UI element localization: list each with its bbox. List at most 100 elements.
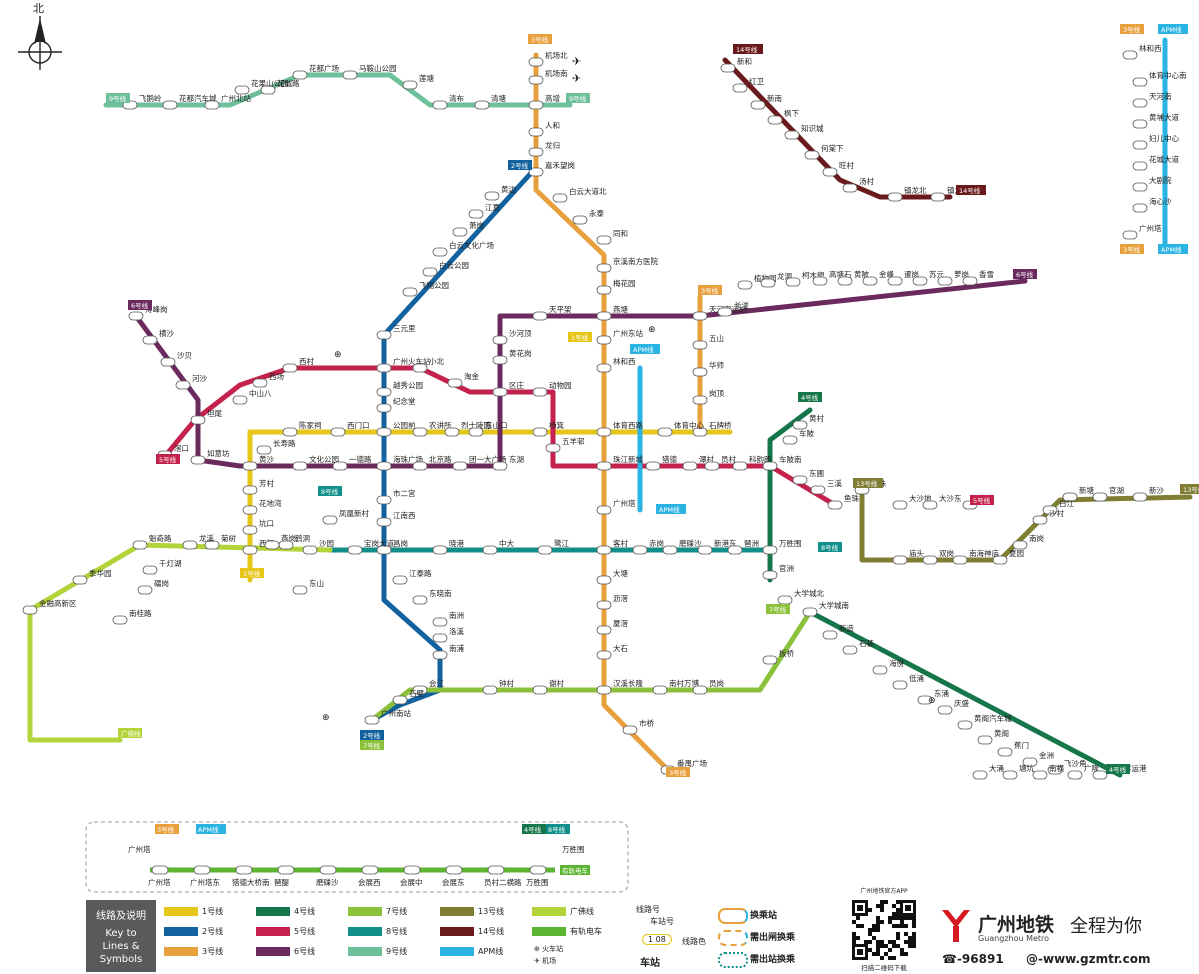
station-marker[interactable] [252, 378, 268, 388]
station-marker[interactable] [235, 865, 253, 875]
station-marker[interactable] [528, 147, 544, 157]
station[interactable]: 赤岗 [632, 539, 664, 555]
station[interactable]: 沙村 [1032, 508, 1065, 525]
station[interactable]: 烈士陵园 [444, 420, 491, 437]
station[interactable]: 沥滘 [596, 594, 628, 610]
station[interactable]: 香雪 [962, 269, 994, 286]
station-marker[interactable] [482, 685, 498, 695]
station-marker[interactable] [264, 540, 280, 550]
station[interactable]: 江南西 [376, 510, 416, 527]
station[interactable]: 会江 [412, 678, 444, 695]
station[interactable]: 清塘 [474, 93, 506, 110]
station[interactable]: 员村 [704, 454, 736, 471]
station-marker[interactable] [1132, 203, 1148, 213]
station-marker[interactable] [22, 605, 38, 615]
station-marker[interactable] [160, 357, 176, 367]
station-marker[interactable] [532, 427, 548, 437]
station-marker[interactable] [887, 192, 903, 202]
station-marker[interactable] [330, 427, 346, 437]
station[interactable]: 动物园 [532, 380, 572, 397]
station-marker[interactable] [652, 685, 668, 695]
station[interactable]: 大剧院 [1132, 175, 1172, 192]
station[interactable]: 海傍 [872, 658, 904, 675]
station-marker[interactable] [528, 167, 544, 177]
station[interactable]: 枫下 [767, 108, 799, 125]
station[interactable]: 珠江新城 [596, 454, 643, 471]
station-marker[interactable] [1132, 182, 1148, 192]
station-marker[interactable] [432, 545, 448, 555]
station-marker[interactable] [596, 461, 612, 471]
station[interactable]: 千灯湖 [142, 558, 182, 575]
station-marker[interactable] [528, 75, 544, 85]
inset-station[interactable]: 猎德大桥南 [232, 865, 270, 887]
station[interactable]: 沙园 [302, 539, 334, 555]
station[interactable]: 车陂南 [762, 454, 802, 471]
station[interactable]: 三元里 [376, 324, 416, 340]
station-marker[interactable] [782, 435, 798, 445]
station[interactable]: 飞沙角 [1047, 758, 1087, 775]
station[interactable]: 柯木塱 [785, 270, 825, 287]
station-marker[interactable] [242, 505, 258, 515]
station[interactable]: 白云文化广场 [432, 240, 494, 257]
station-marker[interactable] [682, 461, 698, 471]
station[interactable]: 员岗 [692, 679, 724, 695]
station-marker[interactable] [447, 378, 463, 388]
station-marker[interactable] [1092, 492, 1108, 502]
station[interactable]: 金洲 [1022, 750, 1054, 767]
station[interactable]: 凤凰新村 [322, 508, 369, 525]
inset-station[interactable]: 广州塔东 [190, 865, 220, 887]
inset-station[interactable]: 员村二横路 [484, 865, 522, 887]
station[interactable]: 东涌 [917, 688, 949, 705]
station[interactable]: 广隆 [1067, 763, 1100, 780]
station[interactable]: 石壁 [392, 688, 424, 705]
station-marker[interactable] [402, 80, 418, 90]
station[interactable]: 海心沙 [1132, 196, 1172, 213]
station[interactable]: 苏元 [912, 269, 944, 286]
station[interactable]: 团一大广场 [452, 454, 507, 471]
station-marker[interactable] [452, 227, 468, 237]
station[interactable]: 大石 [596, 643, 628, 660]
station-marker[interactable] [760, 278, 776, 288]
station-marker[interactable] [692, 311, 708, 321]
station-marker[interactable] [322, 515, 338, 525]
station-marker[interactable] [422, 267, 438, 277]
station[interactable]: 陈家祠 [282, 420, 322, 437]
station-marker[interactable] [528, 127, 544, 137]
station-marker[interactable] [992, 555, 1008, 565]
station[interactable]: 黄村 [792, 413, 824, 430]
station[interactable]: 广州北站 [204, 93, 251, 110]
station[interactable]: 燕塘 [596, 304, 628, 321]
station-marker[interactable] [767, 115, 783, 125]
station[interactable]: 钟村 [482, 678, 514, 695]
station[interactable]: 沙贝 [160, 351, 192, 367]
station-marker[interactable] [137, 585, 153, 595]
station[interactable]: 龙洞 [760, 271, 792, 288]
station[interactable]: 旺村 [822, 160, 854, 177]
station-marker[interactable] [862, 276, 878, 286]
station-marker[interactable] [319, 865, 337, 875]
station[interactable]: 河沙 [175, 374, 207, 390]
station[interactable]: 红卫 [732, 76, 764, 93]
station-marker[interactable] [802, 607, 818, 617]
station[interactable]: 夏园 [992, 549, 1024, 565]
station[interactable]: 花都汽车城 [162, 93, 217, 110]
station[interactable]: 菊树 [204, 533, 236, 550]
station-marker[interactable] [432, 247, 448, 257]
station-marker[interactable] [376, 387, 392, 397]
station[interactable]: 南村万博 [652, 678, 699, 695]
station-marker[interactable] [1092, 770, 1108, 780]
station-marker[interactable] [162, 100, 178, 110]
station-marker[interactable] [922, 555, 938, 565]
station-marker[interactable] [596, 625, 612, 635]
station-marker[interactable] [1012, 540, 1028, 550]
station[interactable]: 新造 [822, 623, 854, 640]
station-marker[interactable] [810, 485, 826, 495]
station-marker[interactable] [957, 720, 973, 730]
station-marker[interactable] [151, 865, 169, 875]
station[interactable]: 妇儿中心 [1132, 133, 1179, 150]
station-marker[interactable] [432, 100, 448, 110]
station-marker[interactable] [762, 570, 778, 580]
station-marker[interactable] [412, 363, 428, 373]
station-marker[interactable] [532, 387, 548, 397]
station[interactable]: 文化公园 [292, 454, 339, 471]
